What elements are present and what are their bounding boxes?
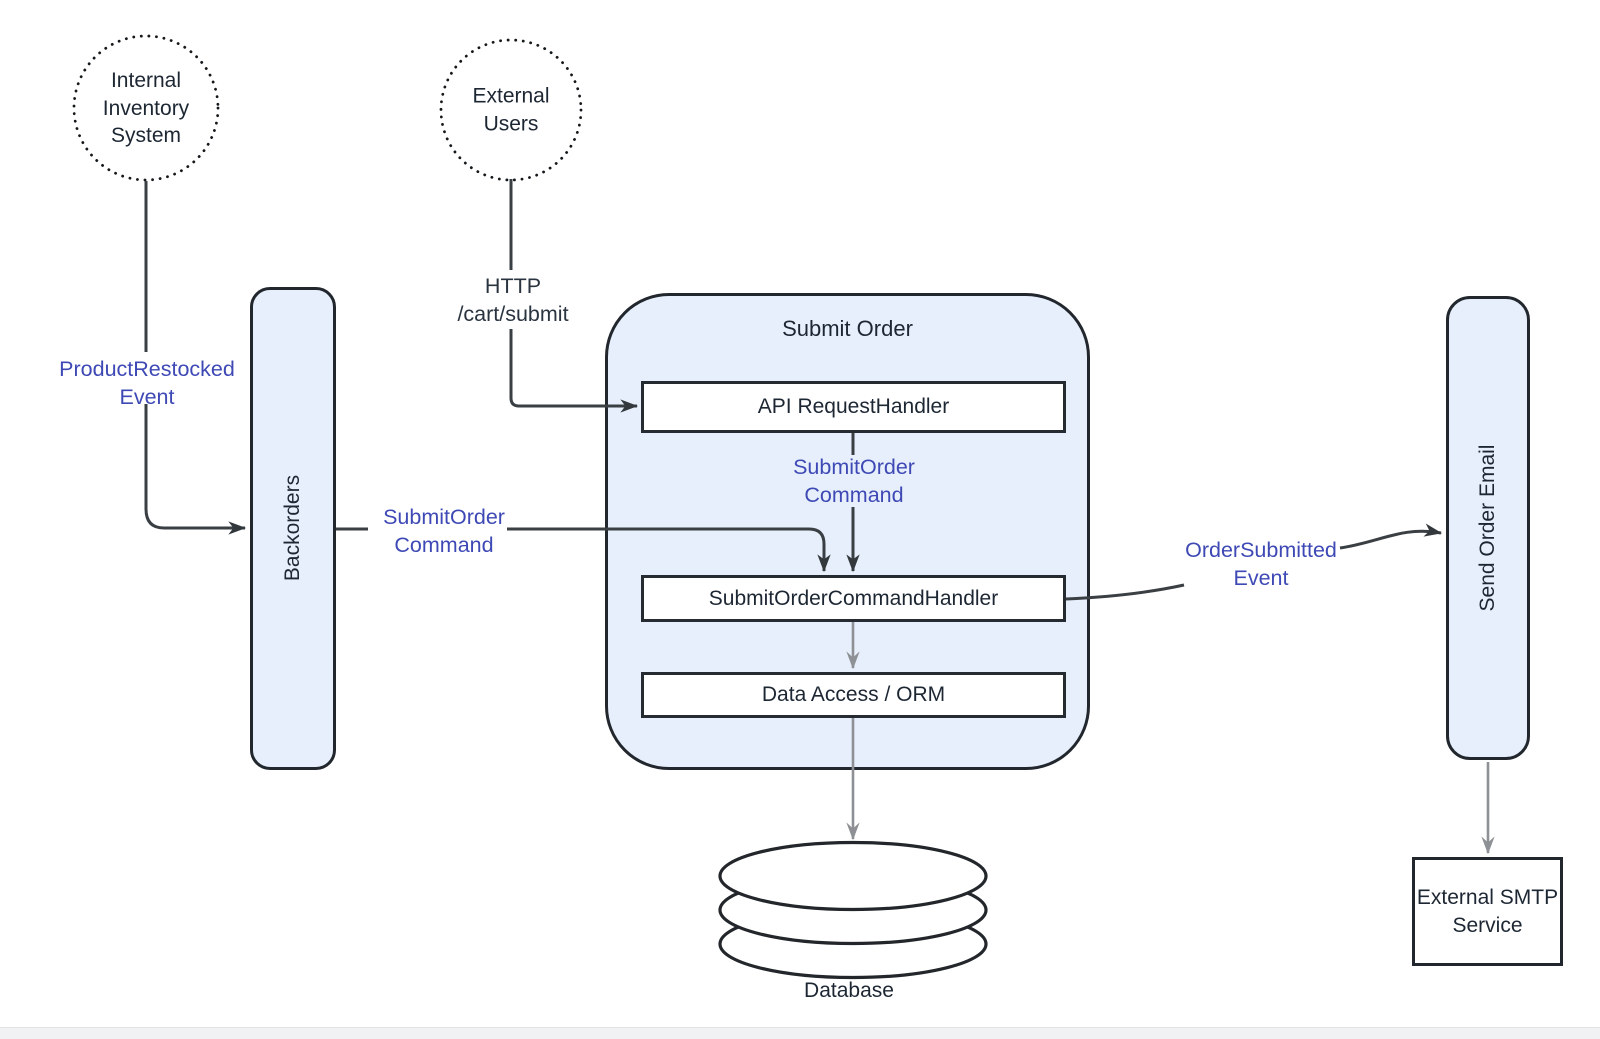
submit-order-title: Submit Order: [782, 316, 913, 341]
external-smtp-box: External SMTP Service: [1412, 857, 1563, 966]
backorders-node: [250, 287, 336, 770]
data-access-orm-label: Data Access / ORM: [761, 683, 946, 706]
submit-order-command-label-center: SubmitOrder Command: [793, 455, 915, 507]
edge-inventory-to-backorders: [144, 404, 247, 535]
submit-order-command-label-left: SubmitOrder Command: [383, 505, 505, 557]
edge-backorders-to-handler: [507, 527, 831, 573]
database-label: Database: [804, 979, 894, 1002]
api-request-handler-box: API RequestHandler: [641, 381, 1066, 433]
data-access-orm-box: Data Access / ORM: [641, 672, 1066, 718]
internal-inventory-label: Internal Inventory System: [102, 68, 190, 147]
send-order-email-node: [1446, 296, 1530, 760]
submit-order-command-handler-label: SubmitOrderCommandHandler: [708, 586, 999, 610]
submit-order-command-handler-box: SubmitOrderCommandHandler: [641, 575, 1066, 622]
http-route-label: HTTP /cart/submit: [457, 274, 569, 326]
order-submitted-event-label: OrderSubmitted Event: [1185, 538, 1337, 590]
external-users-label: External Users: [472, 84, 550, 136]
send-order-email-label: Send Order Email: [1476, 444, 1499, 612]
edge-handler-to-email: [1065, 583, 1185, 601]
database-disk: [718, 840, 988, 912]
database-cylinder: [718, 840, 988, 980]
external-users-circle: [439, 38, 583, 182]
edge-users-to-api: [509, 329, 639, 413]
product-restocked-event-label: ProductRestocked Event: [59, 357, 235, 409]
edge-handler-to-email: [1339, 523, 1443, 550]
api-request-handler-label: API RequestHandler: [757, 395, 950, 418]
backorders-label: Backorders: [281, 474, 304, 582]
canvas-bottom-edge: [0, 1027, 1600, 1039]
internal-inventory-circle: [72, 34, 220, 182]
